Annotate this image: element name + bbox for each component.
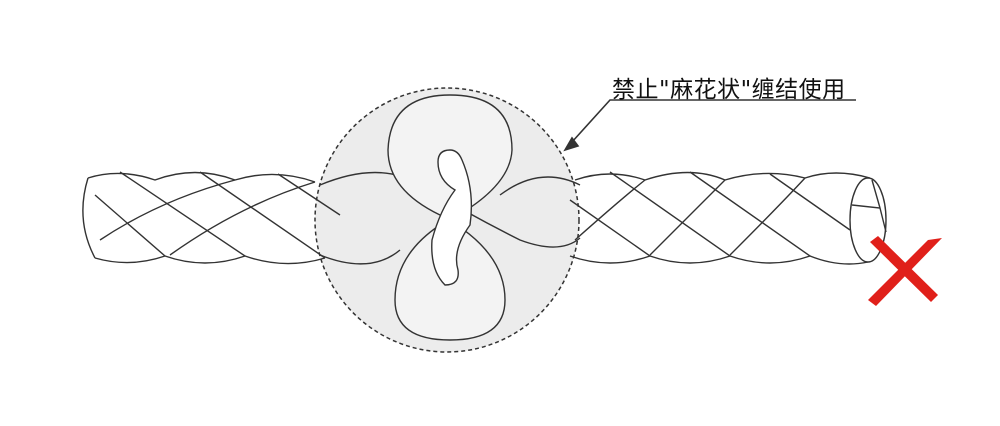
annotation-label: 禁止"麻花状"缠结使用 bbox=[612, 77, 846, 103]
twisted-knot bbox=[319, 94, 581, 341]
red-cross-icon bbox=[868, 236, 942, 306]
leader-line bbox=[563, 99, 856, 152]
